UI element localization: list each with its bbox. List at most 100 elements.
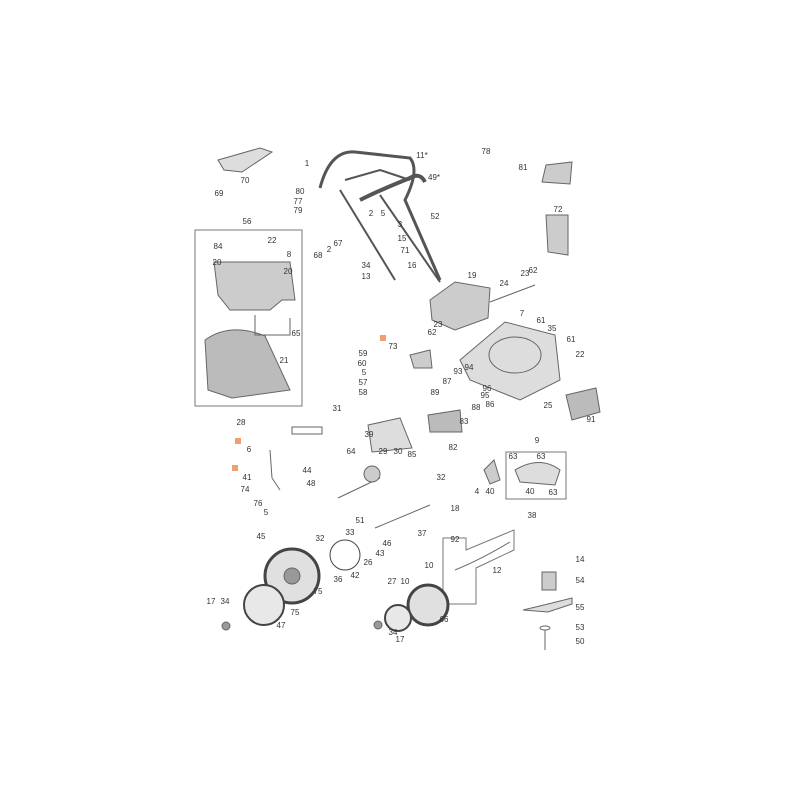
gearbox-29	[363, 465, 381, 483]
callout-label: 27	[387, 577, 397, 586]
callout-label: 68	[313, 251, 323, 260]
blade-guard-group-frame	[505, 451, 567, 500]
highlight-marker	[380, 335, 386, 341]
callout-label: 59	[358, 349, 368, 358]
callout-label: 63	[508, 452, 518, 461]
callout-label: 3	[397, 220, 403, 229]
callout-label: 19	[467, 271, 477, 280]
nut-17-34-left	[221, 621, 231, 631]
highlight-marker	[235, 438, 241, 444]
hub-cap-27	[384, 604, 412, 632]
label-72	[545, 214, 569, 256]
callout-label: 81	[518, 163, 528, 172]
callout-label: 69	[214, 189, 224, 198]
callout-label: 24	[499, 279, 509, 288]
callout-label: 41	[242, 473, 252, 482]
handle-bar-left	[339, 189, 396, 281]
bracket-4	[483, 459, 501, 485]
callout-label: 70	[240, 176, 250, 185]
callout-label: 60	[357, 359, 367, 368]
bag-body	[204, 329, 291, 399]
callout-label: 55	[575, 603, 585, 612]
callout-label: 17	[206, 597, 216, 606]
callout-label: 89	[430, 388, 440, 397]
rear-cover-19	[429, 281, 491, 331]
callout-label: 10	[424, 561, 434, 570]
bag-top	[213, 261, 296, 311]
handle-upper	[318, 150, 442, 281]
front-cover-91	[565, 387, 601, 421]
callout-label: 13	[361, 272, 371, 281]
callout-label: 26	[363, 558, 373, 567]
callout-label: 20	[212, 258, 222, 267]
callout-label: 86	[485, 400, 495, 409]
callout-label: 37	[417, 529, 427, 538]
callout-label: 29	[378, 447, 388, 456]
callout-label: 22	[267, 236, 277, 245]
callout-label: 61	[536, 316, 546, 325]
callout-label: 52	[430, 212, 440, 221]
callout-label: 58	[358, 388, 368, 397]
blade-55	[522, 597, 573, 613]
callout-label: 34	[220, 597, 230, 606]
callout-label: 84	[213, 242, 223, 251]
callout-label: 11*	[416, 151, 428, 160]
callout-label: 1	[304, 159, 310, 168]
callout-label: 8	[286, 250, 292, 259]
callout-label: 18	[450, 504, 460, 513]
callout-label: 2	[368, 209, 374, 218]
callout-label: 42	[350, 571, 360, 580]
callout-label: 67	[333, 239, 343, 248]
highlight-marker	[232, 465, 238, 471]
cable-group-frame	[442, 529, 515, 605]
drive-belt-28	[291, 426, 323, 435]
callout-label: 62	[427, 328, 437, 337]
callout-label: 9	[534, 436, 540, 445]
callout-label: 38	[527, 511, 537, 520]
callout-label: 15	[397, 234, 407, 243]
blade-adapter-54	[541, 571, 557, 591]
callout-label: 65	[291, 329, 301, 338]
cable-12	[454, 541, 511, 571]
callout-label: 7	[519, 309, 525, 318]
grass-deflector-81	[541, 161, 573, 185]
callout-label: 74	[240, 485, 250, 494]
callout-label: 75	[290, 608, 300, 617]
control-bar	[359, 173, 427, 202]
callout-label: 2	[326, 245, 332, 254]
callout-label: 64	[346, 447, 356, 456]
callout-label: 50	[575, 637, 585, 646]
deck-25	[459, 321, 561, 401]
callout-label: 34	[361, 261, 371, 270]
nut-17-34-right	[373, 620, 383, 630]
callout-label: 83	[459, 417, 469, 426]
callout-label: 10	[400, 577, 410, 586]
callout-label: 39	[364, 430, 374, 439]
callout-label: 33	[345, 528, 355, 537]
callout-label: 77	[293, 197, 303, 206]
callout-label: 88	[471, 403, 481, 412]
callout-label: 79	[293, 206, 303, 215]
callout-label: 48	[306, 479, 316, 488]
rear-wheel-hub	[283, 567, 301, 585]
callout-label: 93	[453, 367, 463, 376]
deck-opening	[488, 336, 542, 374]
callout-label: 25	[543, 401, 553, 410]
callout-label: 51	[355, 516, 365, 525]
callout-label: 43	[375, 549, 385, 558]
callout-label: 85	[407, 450, 417, 459]
callout-label: 21	[279, 356, 289, 365]
air-filter-82	[427, 409, 463, 433]
callout-label: 5	[263, 508, 269, 517]
callout-label: 23	[433, 320, 443, 329]
callout-label: 61	[566, 335, 576, 344]
callout-label: 87	[442, 377, 452, 386]
height-adjuster-73	[409, 349, 433, 369]
callout-label: 92	[450, 535, 460, 544]
callout-label: 72	[553, 205, 563, 214]
rear-axle-37	[374, 504, 431, 529]
callout-label: 5	[361, 368, 367, 377]
